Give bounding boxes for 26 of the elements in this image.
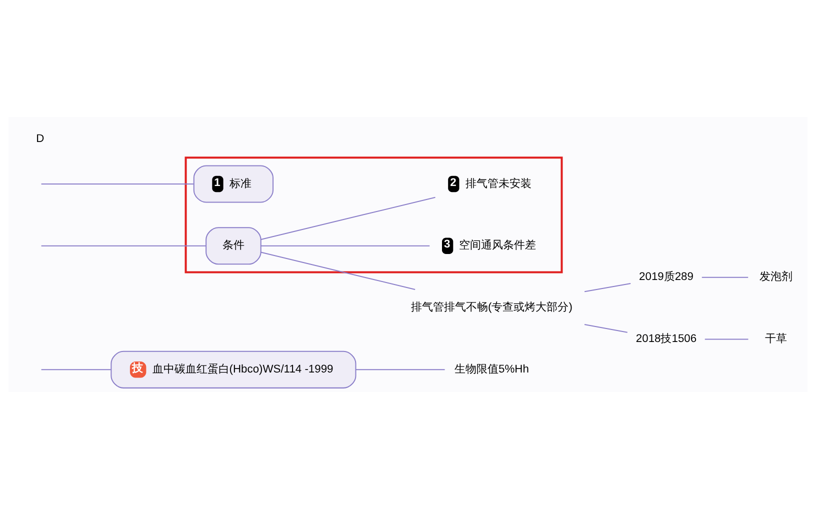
node-text: 生物限值5%Hh (454, 363, 529, 376)
node-label: 空间通风条件差 (459, 239, 536, 252)
connector (41, 368, 111, 370)
connector (41, 182, 194, 184)
node-box: 条件 (206, 226, 262, 264)
cluster (184, 156, 563, 273)
connector (260, 244, 430, 246)
node-label: 排气管未安装 (465, 177, 532, 190)
connector (704, 338, 748, 340)
node-box: 2 (448, 175, 460, 192)
connector (41, 244, 206, 246)
node-text: 2018技1506 (636, 332, 697, 345)
connector (260, 196, 436, 240)
label: D (36, 132, 44, 145)
node-text: 排气管排气不畅(专查或烤大部分) (411, 301, 572, 314)
node-text: 干草 (764, 332, 787, 345)
connector (584, 324, 628, 332)
connector (584, 282, 631, 292)
node-text: 2019质289 (639, 270, 694, 283)
node-text: 发泡剂 (759, 270, 792, 283)
connector (260, 251, 416, 290)
connector (702, 276, 748, 278)
node-box: 1 标准 (193, 164, 274, 202)
connector (356, 368, 445, 370)
node-box: 3 (442, 237, 454, 254)
node-box: 技 血中碳血红蛋白(Hbco)WS/114 -1999 (110, 350, 356, 388)
